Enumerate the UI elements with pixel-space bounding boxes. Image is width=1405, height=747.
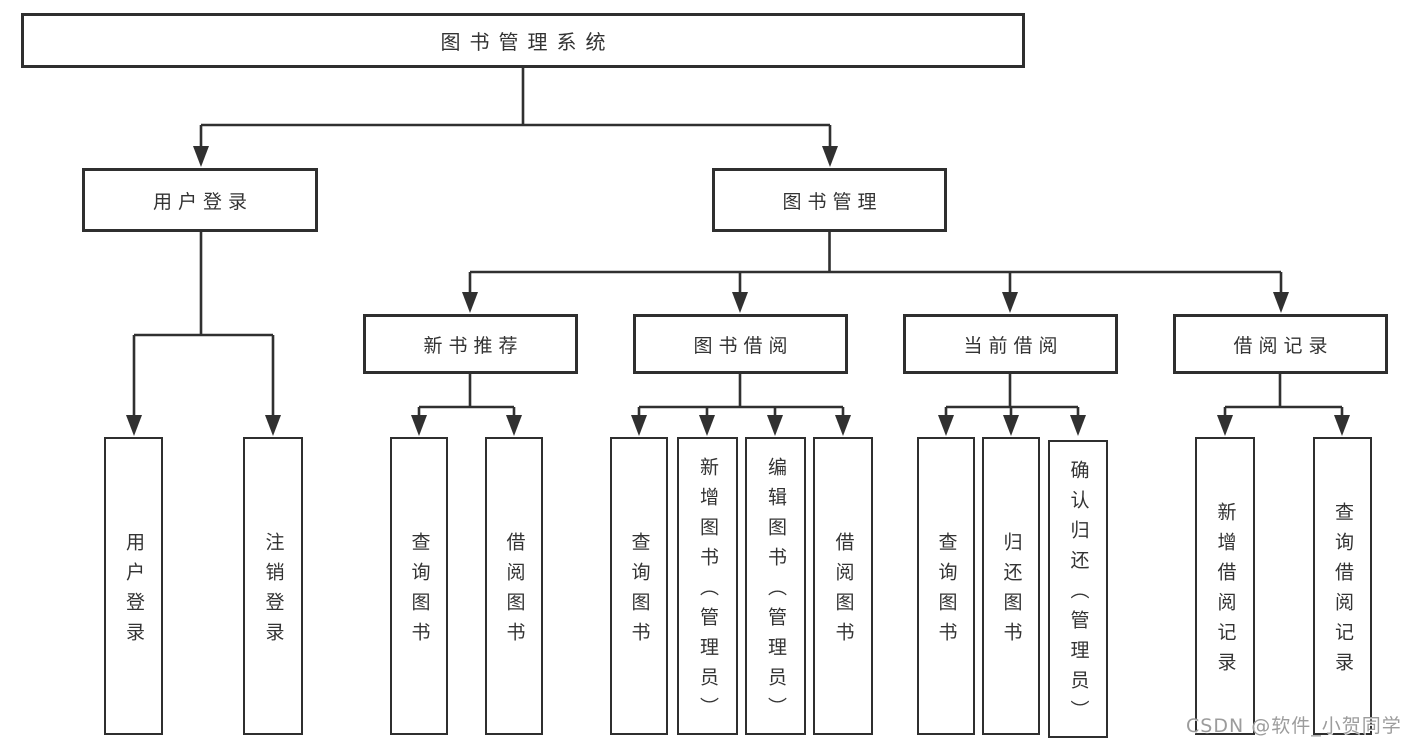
watermark: CSDN @软件_小贺同学	[1186, 715, 1402, 737]
node-current-borrowing: 当前借阅	[903, 314, 1118, 374]
node-label: 借阅记录	[1233, 334, 1334, 357]
node-label: 编辑图书（管理员）	[765, 456, 787, 727]
node-label: 图书管理	[782, 190, 883, 213]
node-borrowing-records: 借阅记录	[1173, 314, 1388, 374]
arrow-down-icon	[265, 415, 281, 436]
node-label: 新书推荐	[423, 334, 524, 357]
node-leaf-query-borrow-record: 查询借阅记录	[1313, 437, 1372, 735]
node-leaf-confirm-return-admin: 确认归还（管理员）	[1048, 440, 1108, 738]
arrow-down-icon	[506, 415, 522, 436]
arrow-down-icon	[462, 292, 478, 313]
arrow-down-icon	[1217, 415, 1233, 436]
node-leaf-query-books-2: 查询图书	[610, 437, 668, 735]
node-new-book-recommend: 新书推荐	[363, 314, 578, 374]
node-leaf-borrow-books-1: 借阅图书	[485, 437, 543, 735]
node-label: 查询图书	[628, 531, 651, 652]
arrow-down-icon	[411, 415, 427, 436]
node-label: 用户登录	[123, 531, 145, 652]
arrow-down-icon	[938, 415, 954, 436]
arrow-down-icon	[767, 415, 783, 436]
connector-borrow-records	[1223, 374, 1344, 419]
arrow-down-icon	[732, 292, 748, 313]
node-label: 用户登录	[152, 190, 253, 213]
node-root: 图书管理系统	[21, 13, 1025, 68]
node-leaf-user-login: 用户登录	[104, 437, 163, 735]
node-leaf-query-books-3: 查询图书	[917, 437, 975, 735]
node-leaf-edit-book-admin: 编辑图书（管理员）	[745, 437, 806, 735]
node-label: 查询图书	[408, 531, 431, 652]
arrow-down-icon	[126, 415, 142, 436]
arrow-down-icon	[835, 415, 851, 436]
node-book-borrowing: 图书借阅	[633, 314, 848, 374]
arrow-down-icon	[1334, 415, 1350, 436]
node-book-management: 图书管理	[712, 168, 947, 232]
node-label: 注销登录	[262, 531, 285, 652]
node-leaf-add-book-admin: 新增图书（管理员）	[677, 437, 738, 735]
node-label: 新增借阅记录	[1214, 501, 1237, 682]
node-label: 确认归还（管理员）	[1067, 459, 1090, 730]
arrow-down-icon	[822, 146, 838, 167]
node-label: 图书借阅	[693, 334, 794, 357]
node-leaf-borrow-books-2: 借阅图书	[813, 437, 873, 735]
node-label: 新增图书（管理员）	[697, 456, 719, 727]
node-label: 当前借阅	[963, 334, 1064, 357]
arrow-down-icon	[631, 415, 647, 436]
node-label: 查询借阅记录	[1332, 501, 1354, 682]
node-leaf-return-book: 归还图书	[982, 437, 1040, 735]
node-leaf-query-books-1: 查询图书	[390, 437, 448, 735]
node-label: 借阅图书	[503, 531, 526, 652]
connector-book-borrow	[637, 374, 845, 419]
node-label: 图书管理系统	[440, 30, 615, 54]
connector-user-login	[132, 232, 275, 418]
node-leaf-logout: 注销登录	[243, 437, 303, 735]
connector-root	[199, 68, 832, 150]
node-leaf-add-borrow-record: 新增借阅记录	[1195, 437, 1255, 735]
node-label: 归还图书	[1000, 531, 1023, 652]
arrow-down-icon	[1273, 292, 1289, 313]
arrow-down-icon	[1003, 415, 1019, 436]
arrow-down-icon	[1070, 415, 1086, 436]
arrow-down-icon	[193, 146, 209, 167]
arrow-down-icon	[1002, 292, 1018, 313]
arrow-down-icon	[699, 415, 715, 436]
node-user-login: 用户登录	[82, 168, 318, 232]
connector-book-management	[468, 232, 1283, 297]
node-label: 借阅图书	[832, 531, 855, 652]
connector-new-book	[417, 374, 516, 419]
node-label: 查询图书	[935, 531, 958, 652]
connector-current-borrow	[944, 374, 1080, 419]
arrowheads	[126, 146, 1350, 436]
